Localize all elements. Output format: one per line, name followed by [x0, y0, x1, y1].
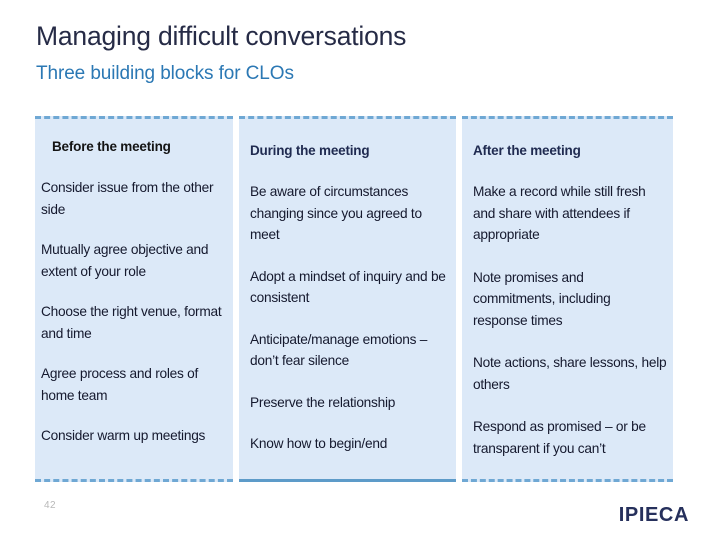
column-header-after: After the meeting [473, 143, 581, 158]
three-column-group: Before the meeting Consider issue from t… [0, 116, 720, 482]
list-item: Adopt a mindset of inquiry and be consis… [250, 268, 446, 306]
list-item: Respond as promised – or be transparent … [473, 419, 646, 456]
list-item: Choose the right venue, format and time [41, 304, 222, 341]
list-item: Consider issue from the other side [41, 180, 214, 217]
column-body-after: Make a record while still fresh and shar… [473, 181, 667, 459]
column-after-the-meeting: After the meeting Make a record while st… [462, 116, 673, 482]
list-item: Agree process and roles of home team [41, 366, 199, 403]
column-during-the-meeting: During the meeting Be aware of circumsta… [239, 116, 456, 482]
list-item: Preserve the relationship [250, 394, 396, 410]
page-number: 42 [44, 500, 57, 511]
list-item: Be aware of circumstances changing since… [250, 184, 422, 242]
column-body-during: Be aware of circumstances changing since… [250, 181, 452, 455]
list-item: Note actions, share lessons, help others [473, 355, 667, 392]
page-subtitle: Three building blocks for CLOs [36, 63, 294, 84]
list-item: Mutually agree objective and extent of y… [41, 242, 209, 279]
column-body-before: Consider issue from the other side Mutua… [41, 177, 231, 447]
list-item: Consider warm up meetings [41, 428, 206, 443]
column-before-the-meeting: Before the meeting Consider issue from t… [35, 116, 233, 482]
list-item: Make a record while still fresh and shar… [473, 184, 646, 242]
page-title: Managing difficult conversations [36, 21, 407, 51]
column-header-during: During the meeting [250, 143, 370, 158]
ipieca-logo: IPIECA [618, 504, 689, 526]
list-item: Know how to begin/end [250, 436, 388, 451]
list-item: Anticipate/manage emotions – don’t fear … [250, 331, 428, 369]
column-header-before: Before the meeting [52, 139, 171, 154]
list-item: Note promises and commitments, including… [473, 269, 611, 328]
